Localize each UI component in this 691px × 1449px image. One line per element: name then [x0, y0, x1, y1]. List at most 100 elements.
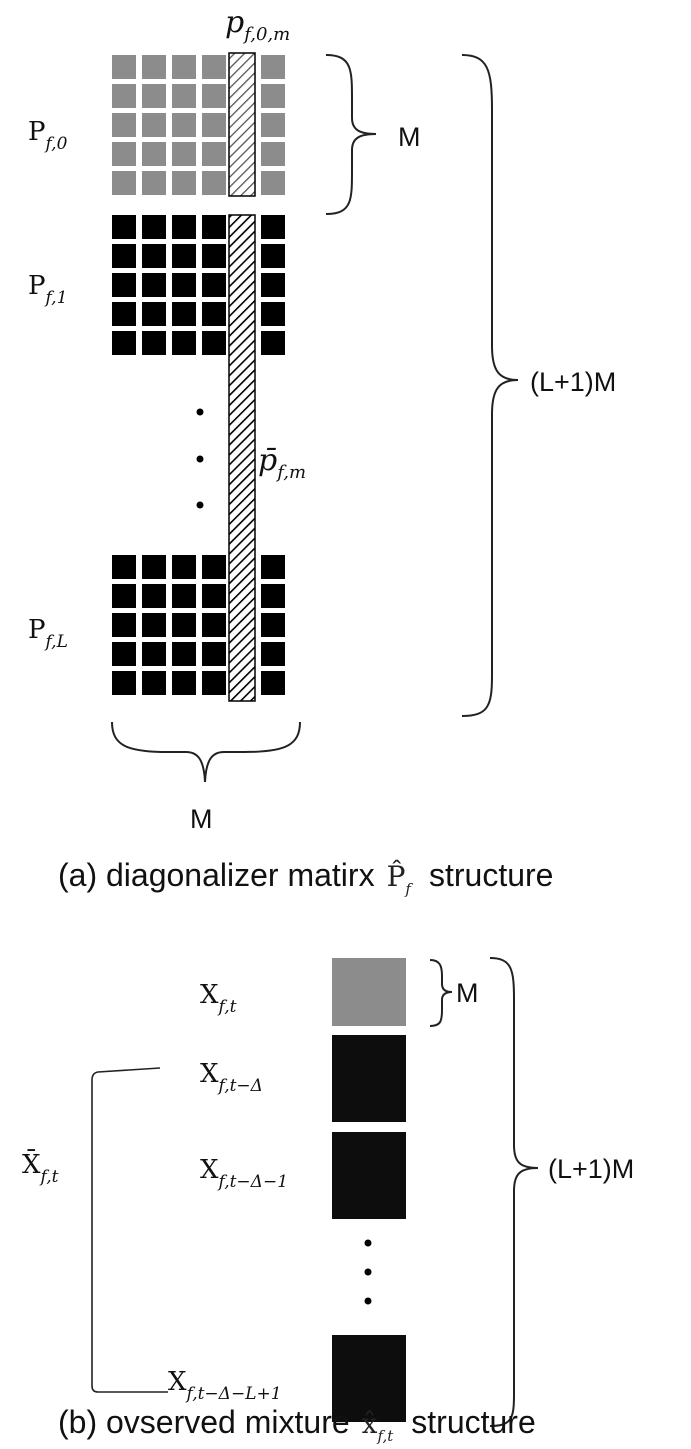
- ellipsis-dot: [196, 455, 204, 463]
- matrix-cell: [142, 273, 166, 297]
- matrix-cell: [142, 171, 166, 195]
- block-width-brace-label: M: [190, 804, 213, 834]
- block-height-brace-b-label: M: [456, 978, 479, 1008]
- matrix-cell: [142, 244, 166, 268]
- caption-a: (a) diagonalizer matirx P̂f structure: [58, 857, 553, 898]
- block-x-f-t-delta: [332, 1035, 406, 1122]
- matrix-cell: [112, 331, 136, 355]
- matrix-cell: [112, 555, 136, 579]
- matrix-cell: [261, 273, 285, 297]
- matrix-cell: [142, 331, 166, 355]
- matrix-cell: [202, 55, 226, 79]
- matrix-cell: [172, 302, 196, 326]
- matrix-cell: [112, 55, 136, 79]
- matrix-cell: [142, 613, 166, 637]
- matrix-cell: [142, 142, 166, 166]
- matrix-cell: [142, 555, 166, 579]
- matrix-cell: [202, 215, 226, 239]
- ellipsis-dot: [196, 501, 204, 509]
- matrix-cell: [261, 244, 285, 268]
- row-label-p-f-l: Pf,L: [28, 615, 68, 652]
- matrix-cell: [261, 215, 285, 239]
- matrix-cell: [202, 642, 226, 666]
- block-height-brace-label: M: [398, 122, 421, 152]
- matrix-cell: [172, 113, 196, 137]
- matrix-cell: [172, 584, 196, 608]
- block-height-brace: [325, 54, 377, 215]
- matrix-cell: [202, 171, 226, 195]
- matrix-cell: [202, 113, 226, 137]
- matrix-cell: [112, 171, 136, 195]
- matrix-cell: [172, 613, 196, 637]
- matrix-cell: [202, 613, 226, 637]
- block-width-brace: [111, 721, 301, 783]
- total-height-brace: [461, 54, 519, 717]
- matrix-cell: [112, 244, 136, 268]
- block-x-f-t: [332, 958, 406, 1026]
- matrix-cell: [261, 55, 285, 79]
- matrix-cell: [261, 613, 285, 637]
- block-p-f-0: [112, 55, 285, 195]
- matrix-cell: [202, 302, 226, 326]
- matrix-cell: [112, 84, 136, 108]
- group-bracket: [91, 1067, 168, 1393]
- matrix-cell: [202, 555, 226, 579]
- matrix-cell: [112, 302, 136, 326]
- row-label-x-f-t-delta: Xf,t−Δ: [200, 1059, 263, 1096]
- ellipsis-dot: [364, 1268, 372, 1276]
- matrix-cell: [142, 215, 166, 239]
- matrix-cell: [112, 671, 136, 695]
- matrix-cell: [112, 584, 136, 608]
- matrix-cell: [112, 613, 136, 637]
- matrix-cell: [142, 584, 166, 608]
- matrix-cell: [261, 171, 285, 195]
- matrix-cell: [172, 244, 196, 268]
- matrix-cell: [261, 302, 285, 326]
- matrix-cell: [202, 273, 226, 297]
- total-height-brace-b: [489, 957, 539, 1427]
- ellipsis-dot: [196, 408, 204, 416]
- caption-b: (b) ovserved mixture x̂f,t structure: [58, 1404, 536, 1445]
- matrix-cell: [112, 142, 136, 166]
- matrix-cell: [172, 55, 196, 79]
- block-p-f-1: [112, 215, 285, 355]
- matrix-cell: [202, 142, 226, 166]
- matrix-cell: [202, 84, 226, 108]
- matrix-cell: [112, 642, 136, 666]
- matrix-cell: [172, 171, 196, 195]
- matrix-cell: [172, 671, 196, 695]
- matrix-cell: [112, 273, 136, 297]
- hatched-column-long: [228, 214, 256, 702]
- matrix-grid-blocks: [112, 55, 285, 695]
- matrix-cell: [202, 331, 226, 355]
- total-height-brace-b-label: (L+1)M: [548, 1154, 634, 1184]
- top-column-label: pf,0,m: [225, 5, 290, 45]
- matrix-cell: [142, 113, 166, 137]
- matrix-cell: [172, 215, 196, 239]
- matrix-cell: [172, 84, 196, 108]
- matrix-cell: [261, 84, 285, 108]
- matrix-cell: [202, 244, 226, 268]
- matrix-cell: [142, 302, 166, 326]
- row-label-x-f-t-delta-l-1: Xf,t−Δ−L+1: [168, 1367, 282, 1404]
- matrix-cell: [261, 555, 285, 579]
- group-label-x-bar-f-t: X̄f,t: [22, 1148, 59, 1187]
- matrix-cell: [172, 331, 196, 355]
- block-x-f-t-delta-1: [332, 1132, 406, 1219]
- matrix-cell: [142, 55, 166, 79]
- matrix-cell: [112, 113, 136, 137]
- matrix-cell: [172, 642, 196, 666]
- matrix-cell: [172, 555, 196, 579]
- matrix-cell: [142, 671, 166, 695]
- matrix-cell: [202, 671, 226, 695]
- matrix-cell: [261, 642, 285, 666]
- row-label-p-f-1: Pf,1: [28, 271, 67, 308]
- matrix-cell: [112, 215, 136, 239]
- matrix-cell: [142, 84, 166, 108]
- block-p-f-l: [112, 555, 285, 695]
- block-x-f-t-delta-l-1: [332, 1335, 406, 1422]
- matrix-cell: [261, 142, 285, 166]
- ellipsis-dot: [364, 1297, 372, 1305]
- matrix-cell: [172, 142, 196, 166]
